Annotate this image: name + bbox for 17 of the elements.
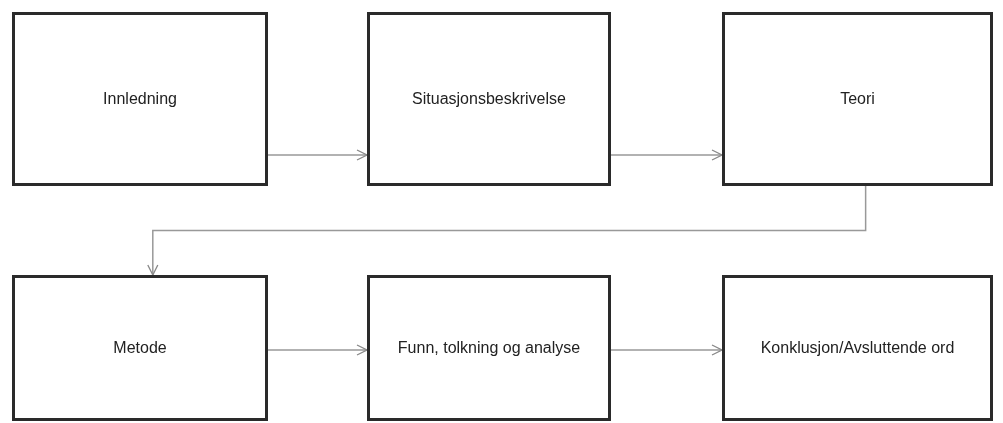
process-box xyxy=(367,12,611,186)
box-label: Metode xyxy=(113,338,167,358)
box-label: Innledning xyxy=(103,89,177,109)
arrow xyxy=(267,344,368,356)
box-label: Funn, tolkning og analyse xyxy=(397,338,581,358)
box-label: Teori xyxy=(840,89,875,109)
box-label: Konklusjon/Avsluttende ord xyxy=(760,338,955,358)
box-label: Situasjonsbeskrivelse xyxy=(412,89,566,109)
arrow xyxy=(610,149,723,161)
arrow xyxy=(267,149,368,161)
process-box xyxy=(12,12,268,186)
process-box xyxy=(722,12,993,186)
arrow xyxy=(147,185,867,276)
process-box xyxy=(367,275,611,421)
process-box xyxy=(12,275,268,421)
process-box xyxy=(722,275,993,421)
arrow xyxy=(610,344,723,356)
